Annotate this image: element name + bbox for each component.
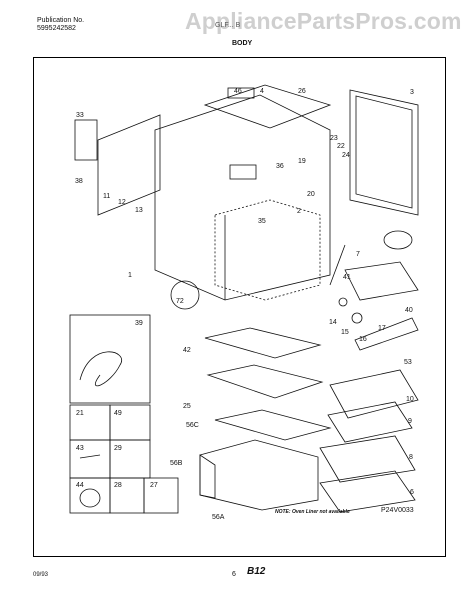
part-14	[338, 297, 348, 307]
callout-1: 1	[128, 272, 132, 279]
oven-liner-note: NOTE: Oven Liner not available	[275, 509, 350, 515]
page-number: 6	[232, 571, 236, 578]
callout-8-upper: 8	[409, 454, 413, 461]
callout-22: 22	[337, 143, 345, 150]
part-switch	[383, 230, 413, 250]
part-8-rack-lower	[319, 470, 416, 513]
callout-44: 44	[76, 482, 84, 489]
rear-panel	[349, 89, 419, 216]
callout-29: 29	[114, 445, 122, 452]
callout-20: 20	[307, 191, 315, 198]
publication-label: Publication No.	[37, 17, 85, 24]
callout-56c: 56C	[186, 422, 199, 429]
part-56b-box	[199, 439, 319, 511]
callout-56a: 56A	[212, 514, 225, 521]
callout-17: 17	[378, 325, 386, 332]
part-16-knob	[351, 312, 363, 324]
callout-8-lower: 6	[410, 489, 414, 496]
callout-38: 38	[75, 178, 83, 185]
part-39-box	[69, 314, 151, 404]
callout-35: 35	[258, 218, 266, 225]
main-body-frame	[154, 94, 331, 301]
part-33-bracket	[74, 119, 98, 161]
callout-28: 28	[114, 482, 122, 489]
part-9-grid	[327, 401, 413, 443]
callout-26: 26	[298, 88, 306, 95]
callout-72: 72	[176, 298, 184, 305]
callout-16: 16	[359, 336, 367, 343]
callout-56b: 56B	[170, 460, 183, 467]
callout-23: 23	[330, 135, 338, 142]
callout-14: 14	[329, 319, 337, 326]
part-53-trim	[354, 317, 419, 351]
callout-25: 25	[183, 403, 191, 410]
back-frame	[97, 114, 161, 216]
callout-49: 49	[114, 410, 122, 417]
callout-11: 11	[103, 193, 110, 200]
power-cord	[79, 351, 122, 387]
callout-7: 7	[356, 251, 360, 258]
callout-2: 2	[297, 208, 301, 215]
part-56c-top	[214, 409, 332, 441]
callout-36: 36	[276, 163, 284, 170]
callout-15: 15	[341, 329, 349, 336]
callout-9: 9	[408, 418, 412, 425]
control-unit	[229, 164, 257, 180]
oven-cavity	[214, 199, 321, 301]
page-code: B12	[247, 566, 266, 577]
callout-10: 10	[406, 396, 414, 403]
watermark: AppliancePartsPros.com	[185, 8, 462, 34]
part-43-screw	[79, 454, 101, 459]
callout-33: 33	[76, 112, 84, 119]
section-title: BODY	[232, 40, 253, 47]
part-44-knob	[79, 488, 101, 508]
part-7-rod	[329, 244, 346, 286]
part-callouts: 33 38 11 12 13 46 4 26 3 23 22 24 36 19 …	[75, 88, 414, 521]
diagram-frame	[33, 57, 446, 557]
callout-13: 13	[135, 207, 143, 214]
part-46-bracket	[227, 87, 255, 99]
part-72-insulation	[170, 280, 200, 310]
callout-24: 24	[342, 152, 350, 159]
top-panel	[203, 84, 332, 129]
callout-21: 21	[76, 410, 84, 417]
part-8-rack-upper	[319, 435, 416, 483]
callout-53: 53	[404, 359, 412, 366]
model-number: GLF... B	[215, 22, 241, 29]
callout-46: 46	[234, 88, 242, 95]
callout-3: 3	[410, 89, 414, 96]
callout-27: 27	[150, 482, 158, 489]
callout-41: 41	[343, 274, 351, 281]
publication-number: 5995242582	[37, 25, 76, 32]
callout-39: 39	[135, 320, 143, 327]
figure-code: P24V0033	[381, 507, 414, 514]
part-10-broiler-pan	[329, 369, 419, 419]
callout-12: 12	[118, 199, 126, 206]
publication-date: 09/93	[33, 572, 49, 578]
rear-panel-inner	[355, 95, 413, 209]
publication-info: Publication No. 5995242582	[37, 17, 84, 33]
part-42-panel	[204, 327, 322, 359]
part-25-panel	[206, 364, 324, 399]
part-27-box	[143, 477, 179, 514]
callout-42: 42	[183, 347, 191, 354]
part-40-shield	[344, 261, 419, 301]
callout-19: 19	[298, 158, 306, 165]
callout-43: 43	[76, 445, 84, 452]
callout-4: 4	[260, 88, 264, 95]
callout-40: 40	[405, 307, 413, 314]
